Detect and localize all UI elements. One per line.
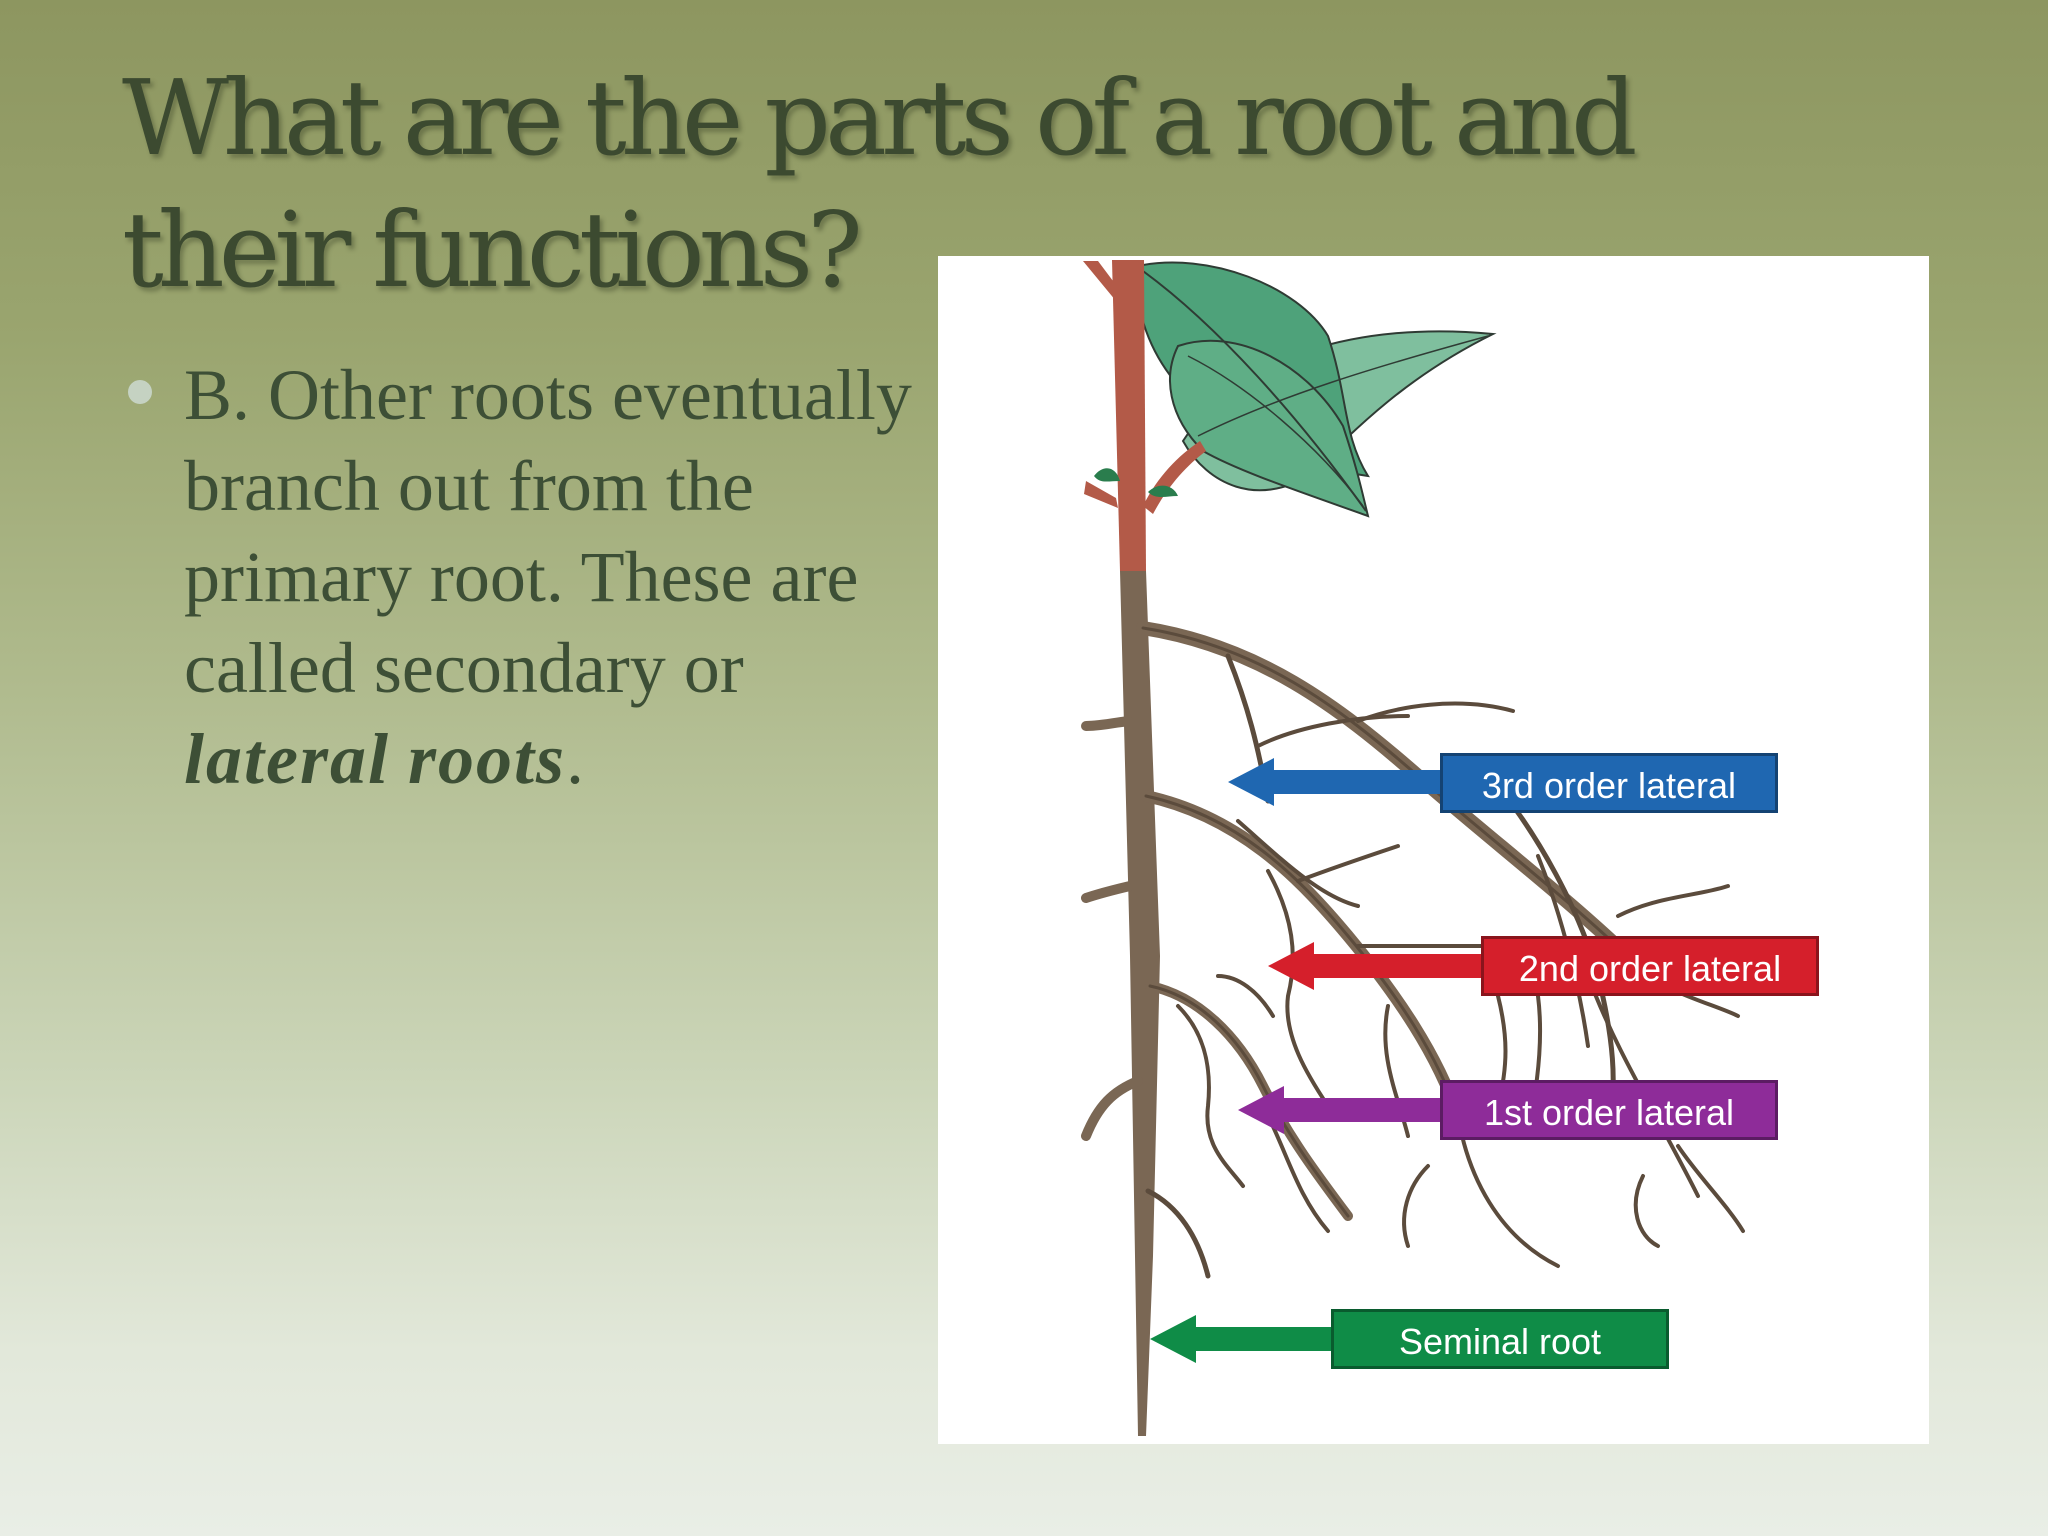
- arrow-1st-order: [1238, 1086, 1444, 1134]
- leaf-bud-right: [1148, 485, 1178, 497]
- lateral-root: [1081, 716, 1133, 731]
- leaf-vein: [1142, 270, 1367, 512]
- arrow-2nd-order: [1268, 942, 1485, 990]
- lateral-root: [1633, 1174, 1660, 1248]
- primary-root: [1120, 571, 1160, 1436]
- arrow-3rd-order: [1228, 758, 1444, 806]
- lateral-root: [1216, 974, 1275, 1018]
- lateral-root: [1144, 794, 1460, 1118]
- leaf-vein-2: [1187, 355, 1364, 507]
- lateral-root: [1148, 984, 1350, 1218]
- leaf-group: [1136, 261, 1497, 518]
- lateral-root: [1176, 1004, 1245, 1188]
- label-1st-order-lateral: 1st order lateral: [1440, 1080, 1778, 1140]
- leaf-vein-3: [1197, 335, 1489, 437]
- bullet-emphasis-lateral: lateral: [184, 719, 390, 799]
- root-illustration: [1081, 260, 1745, 1436]
- lateral-root: [1081, 881, 1135, 903]
- label-3rd-order-lateral: 3rd order lateral: [1440, 753, 1778, 813]
- bullet-list: B. Other roots eventually branch out fro…: [128, 350, 918, 805]
- bullet-text-period: .: [566, 719, 585, 799]
- label-seminal-root: Seminal root: [1331, 1309, 1669, 1369]
- stem-petiole: [1143, 441, 1206, 514]
- bullet-text-space: [390, 719, 408, 799]
- stem-bud-left: [1084, 481, 1118, 508]
- label-2nd-order-lateral: 2nd order lateral: [1481, 936, 1819, 996]
- lateral-root: [1266, 1114, 1330, 1233]
- lateral-root: [1145, 1188, 1211, 1279]
- lateral-root: [1356, 701, 1515, 723]
- lateral-root: [1383, 1004, 1410, 1138]
- lateral-root: [1236, 819, 1360, 908]
- root-diagram: 3rd order lateral 2nd order lateral 1st …: [938, 256, 1929, 1444]
- lateral-root: [1402, 1164, 1430, 1248]
- bullet-item: B. Other roots eventually branch out fro…: [184, 350, 918, 805]
- arrow-seminal: [1150, 1315, 1335, 1363]
- leaf-front: [1169, 339, 1370, 518]
- stem: [1112, 260, 1146, 571]
- leaf-bud-left: [1094, 468, 1120, 482]
- lateral-root: [1616, 884, 1730, 918]
- stem-branch-top: [1083, 261, 1128, 301]
- bullet-text-main: B. Other roots eventually branch out fro…: [184, 355, 912, 708]
- lateral-root: [1266, 869, 1330, 1108]
- lateral-root: [1081, 1076, 1143, 1141]
- lateral-root: [1676, 1144, 1745, 1233]
- bullet-dot-icon: [128, 380, 152, 404]
- bullet-emphasis-roots: roots: [408, 719, 567, 799]
- lateral-root: [1296, 844, 1400, 883]
- lateral-root: [1256, 714, 1410, 748]
- slide-title: What are the parts of a root and their f…: [122, 57, 1638, 311]
